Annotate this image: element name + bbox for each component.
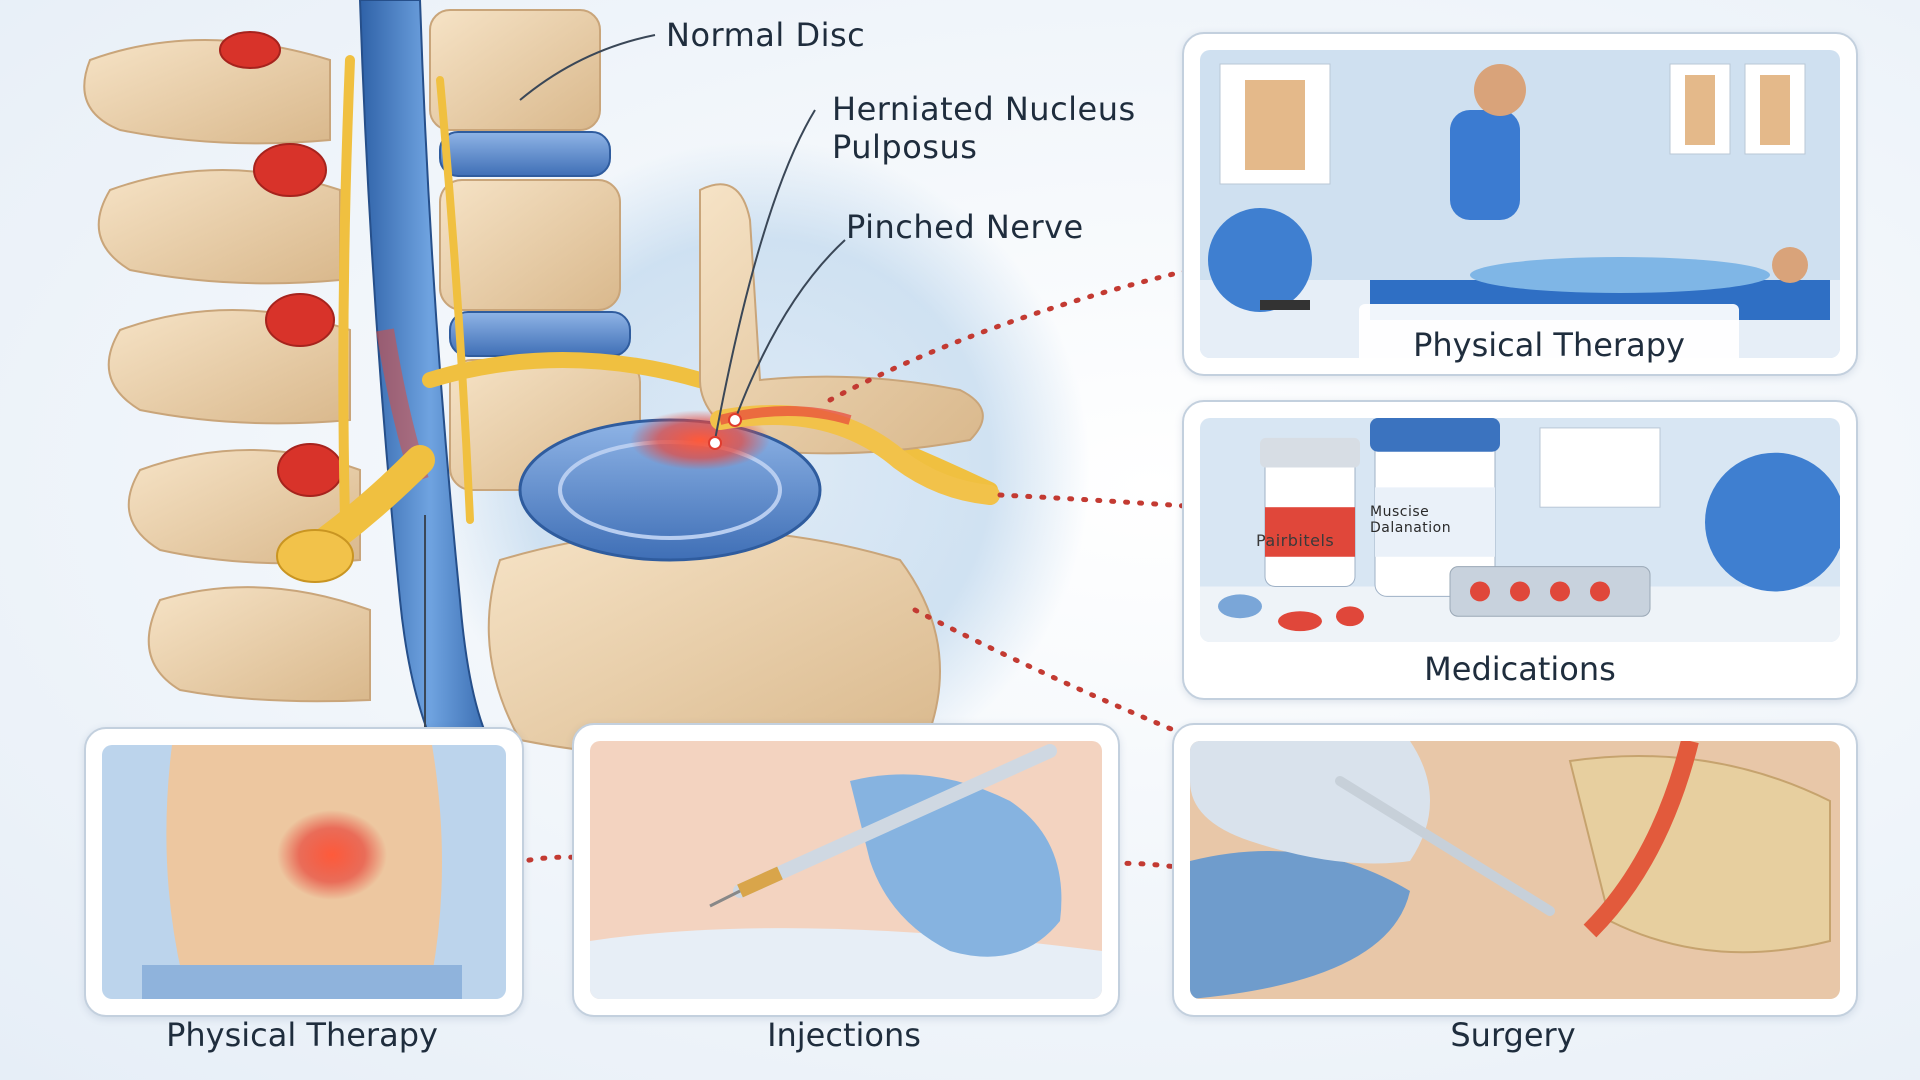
surgical-instrument [1335, 776, 1555, 916]
pill-icon [1336, 606, 1364, 627]
dumbbell-icon [1260, 300, 1310, 310]
pill-bottle-label-right-line1: Muscise [1370, 504, 1430, 520]
physical-therapy-panel: Physical Therapy [1182, 32, 1858, 376]
leader-lines [424, 34, 846, 740]
syringe-icon [733, 744, 1057, 898]
medications-panel: Pairbitels Muscise Dalanation Medication… [1182, 400, 1858, 700]
pill-icon [1278, 611, 1322, 632]
injections-caption: Injections [767, 1016, 921, 1054]
exposed-nerve [1583, 741, 1699, 938]
vertebrae-figure [1568, 755, 1831, 954]
vertebral-bodies [429, 9, 641, 491]
physical-therapy-lower-back-panel [84, 727, 524, 1017]
normal-discs [439, 131, 631, 357]
physical-therapy-caption: Physical Therapy [1413, 326, 1685, 364]
surgery-scene [1190, 741, 1840, 999]
herniated-nucleus-label-line1: Herniated Nucleus [832, 90, 1136, 128]
therapist-figure [1450, 110, 1520, 220]
herniated-nucleus-label-line2: Pulposus [832, 128, 978, 166]
nerve-root-end [276, 529, 354, 583]
medications-caption: Medications [1424, 650, 1616, 688]
injections-scene [590, 741, 1102, 999]
surgery-caption: Surgery [1450, 1016, 1576, 1054]
nerve-pointer-dot [728, 413, 742, 427]
facet-joints [219, 31, 343, 497]
pill-icon [1218, 594, 1262, 619]
medications-scene [1200, 418, 1840, 642]
pill-bottle-label-left: Pairbitels [1256, 531, 1335, 550]
pill-bottle-label-right-line2: Dalanation [1370, 520, 1452, 536]
exercise-ball-icon [1705, 452, 1840, 592]
spinous-processes [83, 39, 371, 703]
exercise-ball-icon [1208, 208, 1312, 312]
lower-back-scene [102, 745, 506, 999]
surgery-panel [1172, 723, 1858, 1017]
patient-figure [1470, 257, 1770, 293]
physical-therapy-lower-back-caption: Physical Therapy [166, 1016, 438, 1054]
pain-area [277, 810, 387, 900]
gloved-hand [1190, 741, 1430, 864]
injections-panel [572, 723, 1120, 1017]
pinched-nerve-label: Pinched Nerve [846, 208, 1084, 246]
herniation-pointer-dot [708, 436, 722, 450]
physical-therapy-caption-bg [1359, 304, 1739, 374]
normal-disc-label: Normal Disc [666, 16, 866, 54]
